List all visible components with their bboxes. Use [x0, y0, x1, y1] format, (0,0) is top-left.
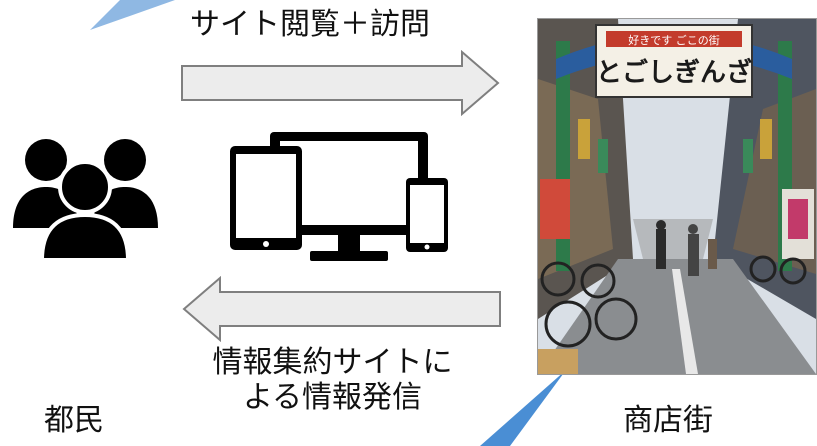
banner-title: とごしぎんざ — [596, 57, 752, 88]
bottom-caption: 情報集約サイトによる情報発信 — [212, 345, 453, 415]
people-group-icon — [13, 139, 158, 262]
shopping-street-photo: 好きです ごこの街 とごしぎんざ — [537, 18, 817, 375]
arrow-left — [182, 276, 501, 342]
citizens-label: 都民 — [44, 403, 104, 438]
callout-wedge-bottom — [480, 370, 566, 446]
callout-wedge-top — [90, 0, 175, 30]
banner-subtitle: 好きです ごこの街 — [628, 33, 720, 47]
top-caption: サイト閲覧＋訪問 — [190, 7, 430, 42]
shopping-street-label: 商店街 — [623, 403, 713, 438]
devices-icon — [230, 132, 448, 261]
arrow-right — [181, 50, 500, 116]
